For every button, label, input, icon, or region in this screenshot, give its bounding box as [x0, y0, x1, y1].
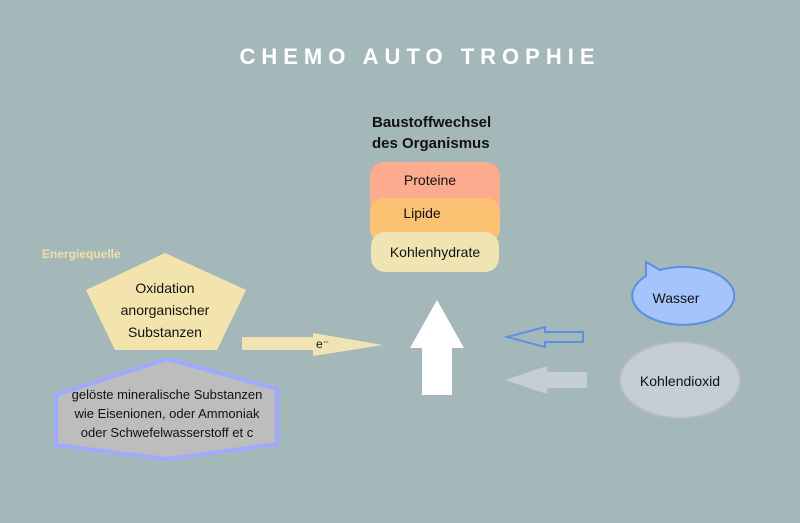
co2-arrow [505, 366, 587, 394]
energy-pentagon [86, 253, 246, 350]
substances-line-3: oder Schwefelwasserstoff et c [80, 425, 254, 440]
up-arrow [410, 300, 464, 395]
substances-hexagon [54, 356, 279, 462]
layer-lipide [370, 198, 500, 243]
water-arrow [503, 325, 584, 349]
heading-line-1: Baustoffwechsel [372, 114, 492, 131]
electron-label: e⁻ [316, 337, 330, 351]
energy-line-1: Oxidation [135, 280, 195, 296]
substances-line-1: gelöste mineralische Substanzen [71, 387, 263, 402]
energy-line-2: anorganischer [120, 302, 210, 318]
heading-line-2: des Organismus [372, 135, 490, 152]
baustoffwechsel-heading: Baustoffwechsel des Organismus [372, 112, 491, 154]
substances-text: gelöste mineralische Substanzen wie Eise… [56, 385, 278, 442]
layer-kohlenhydrate [371, 232, 499, 272]
energy-line-3: Substanzen [128, 324, 202, 340]
energiequelle-label: Energiequelle [42, 247, 121, 261]
co2-label: Kohlendioxid [639, 373, 721, 389]
label-lipide: Lipide [403, 205, 441, 221]
substances-line-2: wie Eisenionen, oder Ammoniak [74, 406, 260, 421]
co2-ellipse [619, 341, 741, 419]
water-label: Wasser [652, 290, 700, 306]
label-proteine: Proteine [403, 172, 457, 188]
energy-text: Oxidation anorganischer Substanzen [100, 277, 230, 343]
label-kohlenhydrate: Kohlenhydrate [389, 244, 481, 260]
water-bubble [631, 260, 736, 326]
electron-arrow [242, 333, 383, 356]
diagram-title: CHEMO AUTO TROPHIE [239, 44, 601, 69]
